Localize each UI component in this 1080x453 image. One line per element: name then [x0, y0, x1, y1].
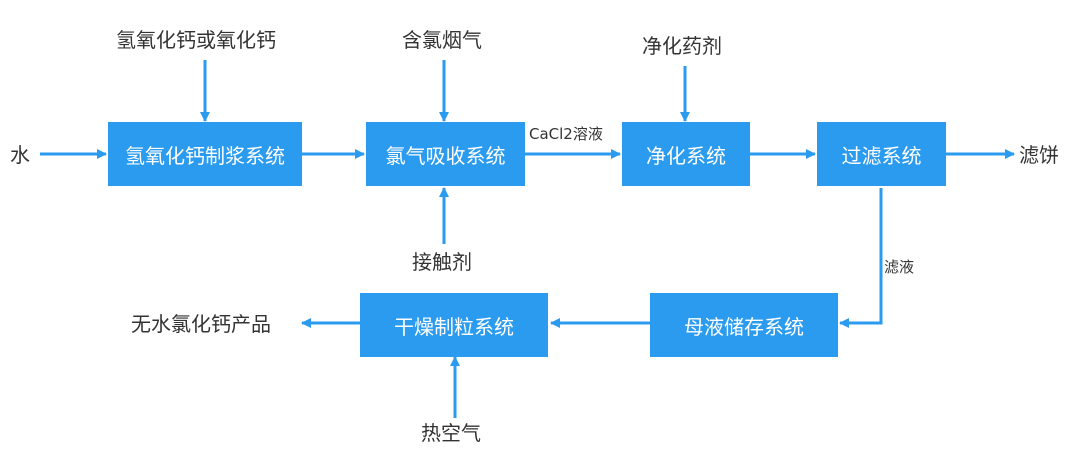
- label-flue-gas: 含氯烟气: [402, 28, 482, 52]
- label-product: 无水氯化钙产品: [131, 312, 271, 336]
- label-catalyst: 接触剂: [412, 250, 472, 274]
- node-chlorine-absorption-system: 氯气吸收系统: [366, 122, 525, 186]
- node-slurry-system: 氢氧化钙制浆系统: [108, 122, 302, 186]
- node-drying-granulation-system: 干燥制粒系统: [360, 293, 548, 357]
- node-mother-liquor-storage-system: 母液储存系统: [650, 293, 838, 357]
- label-water: 水: [10, 143, 30, 167]
- node-filtration-system: 过滤系统: [817, 122, 946, 186]
- label-purification-agent: 净化药剂: [642, 34, 722, 58]
- label-cacl2-solution: CaCl2溶液: [529, 125, 603, 143]
- label-lime-input: 氢氧化钙或氧化钙: [116, 28, 276, 52]
- label-filtrate: 滤液: [884, 258, 915, 276]
- label-filter-cake: 滤饼: [1019, 143, 1059, 167]
- node-purification-system: 净化系统: [622, 122, 750, 186]
- arrow-filter-to-storage: [839, 188, 883, 328]
- label-hot-air: 热空气: [421, 421, 481, 445]
